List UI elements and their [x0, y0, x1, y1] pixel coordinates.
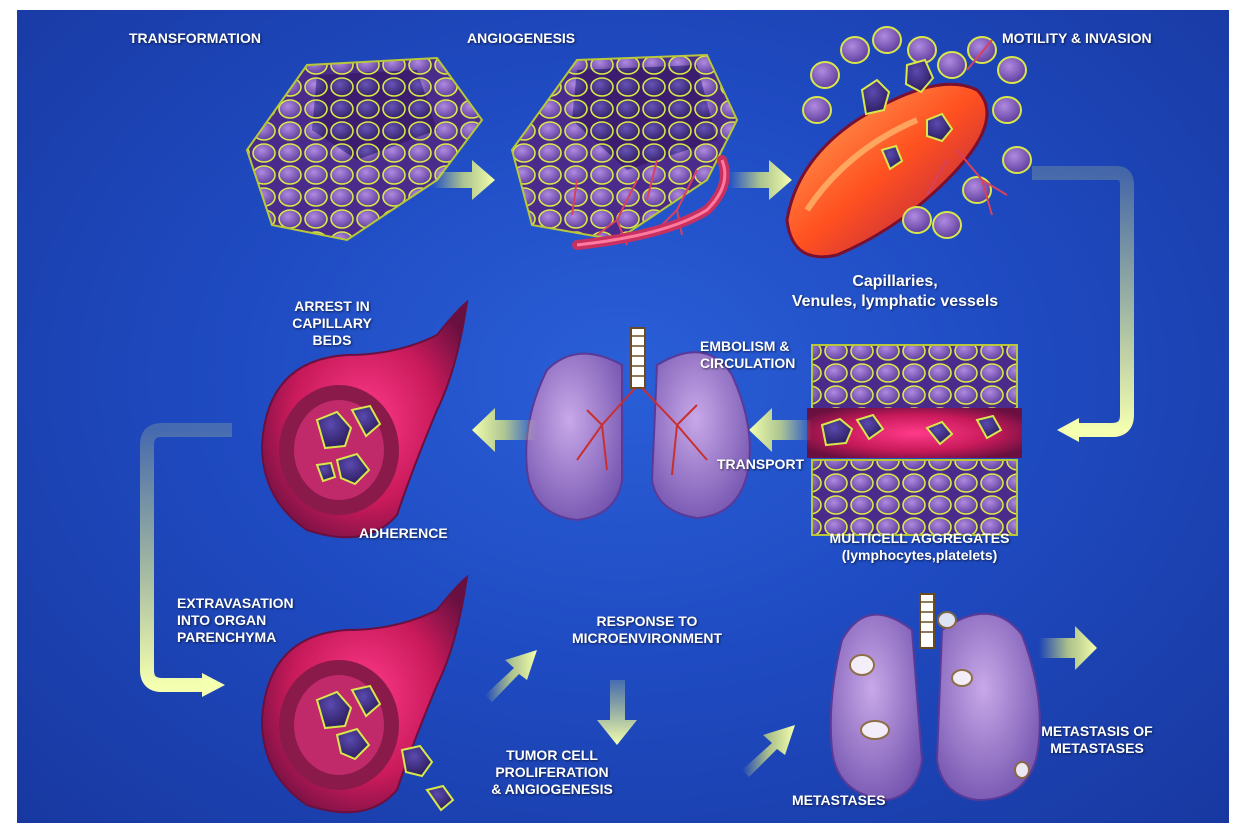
- label-response: RESPONSE TO MICROENVIRONMENT: [567, 613, 727, 647]
- diagram-artwork: [17, 10, 1229, 823]
- multicell-vessel: [807, 345, 1022, 535]
- label-capillaries: Capillaries, Venules, lymphatic vessels: [765, 272, 1025, 312]
- transformation-tissue: [247, 58, 482, 240]
- label-angiogenesis: ANGIOGENESIS: [467, 30, 575, 47]
- angiogenesis-tissue: [512, 55, 737, 245]
- label-embolism: EMBOLISM & CIRCULATION: [700, 338, 795, 372]
- arrow-left-down: [147, 430, 232, 685]
- label-metastasis-of-metastases: METASTASIS OF METASTASES: [1037, 723, 1157, 757]
- label-multicell: MULTICELL AGGREGATES (lymphocytes,platel…: [807, 530, 1032, 564]
- label-transport: TRANSPORT: [717, 456, 804, 473]
- label-transformation: TRANSFORMATION: [129, 30, 261, 47]
- label-motility: MOTILITY & INVASION: [1002, 30, 1152, 47]
- arrow-down-right: [1032, 173, 1127, 430]
- arrow-3: [749, 408, 812, 452]
- label-metastases: METASTASES: [792, 792, 886, 809]
- label-adherence: ADHERENCE: [359, 525, 448, 542]
- label-proliferation: TUMOR CELL PROLIFERATION & ANGIOGENESIS: [487, 747, 617, 798]
- label-extravasation: EXTRAVASATION INTO ORGAN PARENCHYMA: [177, 595, 294, 646]
- arrow-6: [597, 680, 637, 745]
- arrow-5: [485, 650, 537, 702]
- arrow-2: [729, 160, 792, 200]
- motility-vessel: [787, 27, 1031, 257]
- label-arrest: ARREST IN CAPILLARY BEDS: [282, 298, 382, 349]
- arrow-8: [1039, 626, 1097, 670]
- arrow-7: [742, 725, 795, 777]
- diagram-canvas: TRANSFORMATION ANGIOGENESIS MOTILITY & I…: [17, 10, 1229, 823]
- lungs-2: [831, 594, 1040, 800]
